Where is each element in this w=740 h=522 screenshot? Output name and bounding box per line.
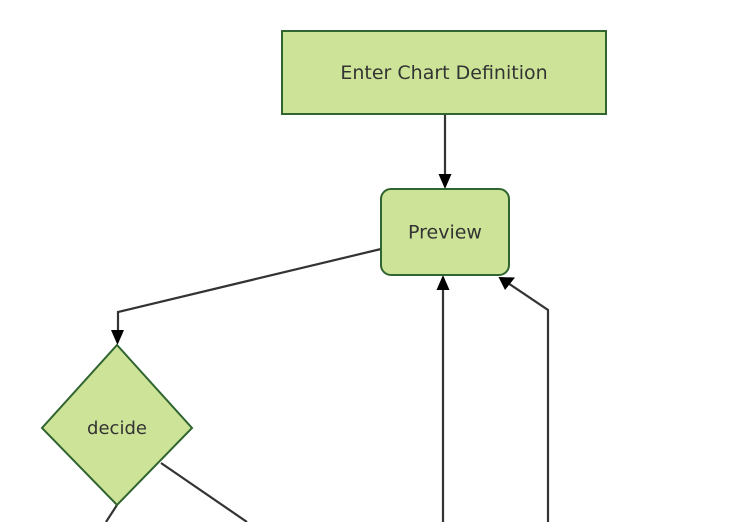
node-label-preview: Preview (408, 222, 482, 244)
arrowhead-down-icon (111, 330, 124, 345)
edge-enter-to-preview[interactable] (438, 114, 452, 189)
edge-bottom-center-to-preview[interactable] (436, 275, 450, 522)
edge-decide-to-offscreen-right[interactable] (160, 462, 248, 522)
arrowhead-up-icon (436, 275, 450, 290)
node-label-decide: decide (87, 418, 147, 439)
edge-line (105, 504, 118, 522)
edge-line (507, 282, 550, 522)
node-enter-chart-definition[interactable]: Enter Chart Definition (281, 30, 607, 115)
edge-bottom-right-to-preview[interactable] (498, 277, 550, 522)
node-label-enter-chart-definition: Enter Chart Definition (340, 62, 547, 84)
edge-layer (105, 114, 550, 522)
node-decide[interactable]: decide (40, 343, 194, 507)
node-rect (281, 30, 607, 115)
node-preview[interactable]: Preview (380, 188, 510, 276)
edge-preview-to-decide[interactable] (111, 247, 382, 345)
edge-line (116, 247, 382, 336)
node-rounded-rect (380, 188, 510, 276)
arrowhead-down-icon (438, 174, 452, 189)
node-layer: Enter Chart Definition Preview decide (40, 30, 607, 507)
edge-decide-to-offscreen-left[interactable] (105, 504, 118, 522)
node-diamond (40, 343, 194, 507)
edge-line (160, 462, 248, 522)
arrowhead-upleft-icon (498, 277, 515, 290)
